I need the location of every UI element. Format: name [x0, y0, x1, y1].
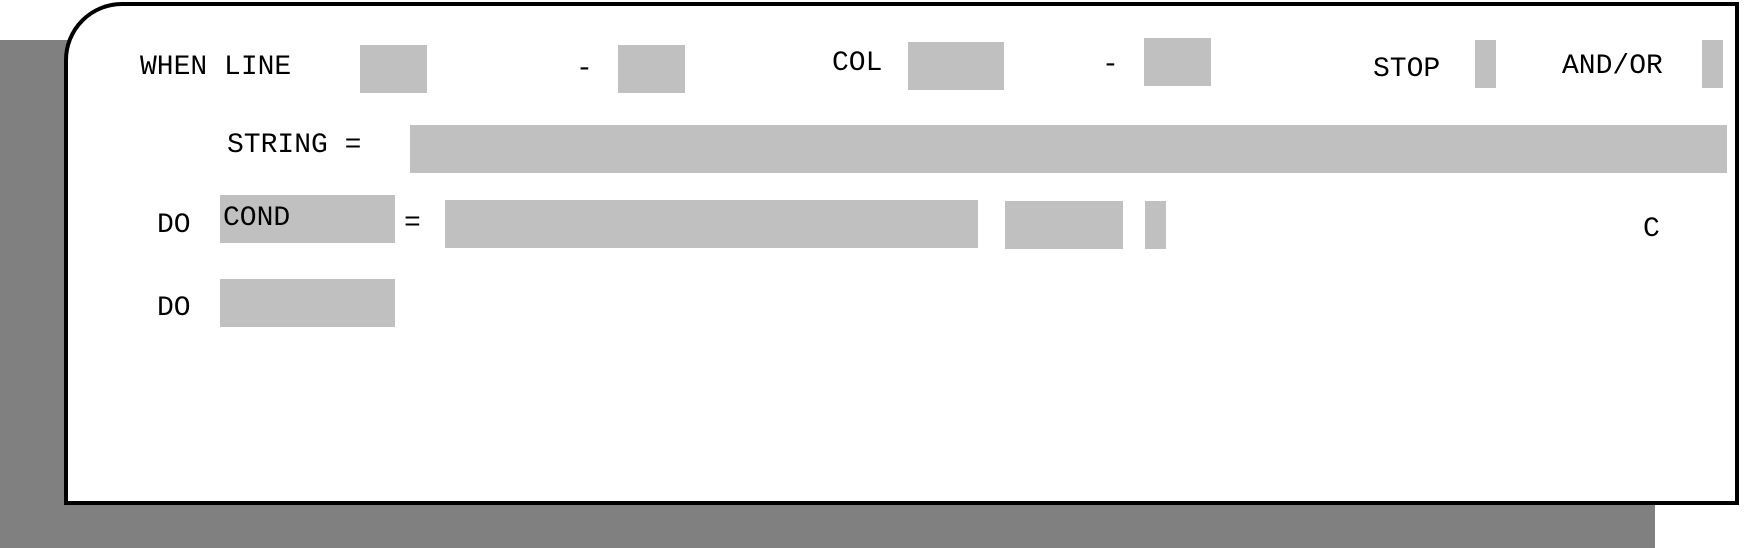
cond-value-field[interactable] [445, 200, 978, 248]
do-action-field-2[interactable] [220, 279, 395, 327]
col-to-field[interactable] [1144, 38, 1211, 86]
string-label: STRING = [227, 130, 362, 161]
do-label-2: DO [157, 293, 191, 324]
form-panel [64, 2, 1739, 505]
cond-flag-field[interactable] [1145, 201, 1166, 249]
col-from-field[interactable] [908, 42, 1004, 90]
and-or-label: AND/OR [1562, 51, 1663, 82]
col-range-dash: - [1102, 50, 1119, 81]
col-label: COL [832, 48, 883, 79]
line-from-field[interactable] [360, 45, 427, 93]
do-label: DO [157, 210, 191, 241]
and-or-field[interactable] [1702, 40, 1723, 88]
c-label: C [1643, 214, 1660, 245]
cond-equals: = [404, 208, 421, 239]
stop-label: STOP [1373, 54, 1441, 85]
cond-extra-field[interactable] [1005, 201, 1123, 249]
line-range-dash: - [576, 54, 593, 85]
do-action-field[interactable]: COND [220, 195, 395, 243]
stop-field[interactable] [1475, 40, 1496, 88]
when-line-label: WHEN LINE [140, 52, 292, 83]
string-field[interactable] [410, 125, 1727, 173]
line-to-field[interactable] [618, 45, 685, 93]
